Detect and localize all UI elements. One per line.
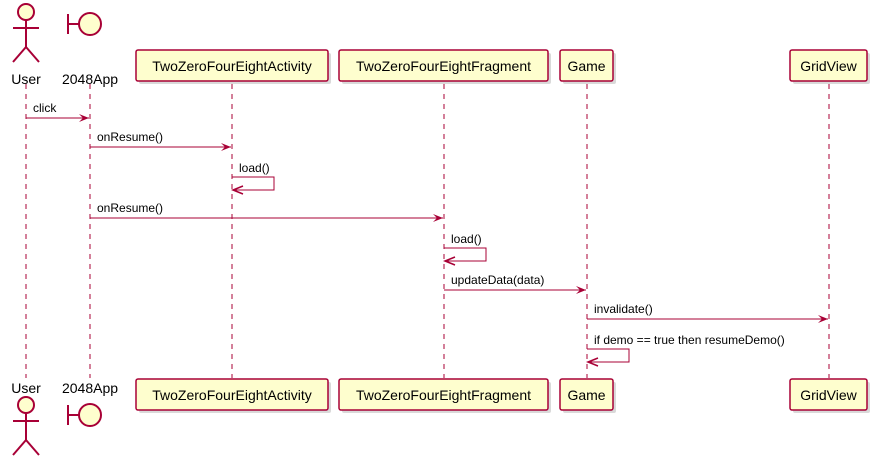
- message-label: onResume(): [97, 130, 163, 144]
- participant-box: [789, 378, 868, 411]
- arrow-head: [230, 185, 244, 195]
- actor-icon: [12, 3, 40, 63]
- participant-app-bottom: 2048App: [62, 380, 118, 427]
- participant-app-top: 2048App: [62, 12, 118, 87]
- participant-name: 2048App: [62, 380, 118, 396]
- message-label: if demo == true then resumeDemo(): [594, 333, 785, 347]
- participant-name: Game: [567, 58, 605, 74]
- participant-gridview-bottom: GridView: [789, 378, 870, 413]
- participant-box: [135, 49, 329, 82]
- participant-box: [338, 378, 549, 411]
- boundary-icon: [67, 403, 102, 427]
- participant-box: [559, 378, 614, 411]
- arrow-head: [576, 286, 586, 294]
- messages: click onResume() load() onResume() load() upd…: [26, 101, 828, 367]
- participant-name: GridView: [800, 58, 857, 74]
- message-6: updateData(data): [444, 273, 586, 294]
- participant-name: User: [11, 380, 41, 396]
- arrow-head: [818, 315, 828, 323]
- message-label: load(): [239, 161, 270, 175]
- arrow-head: [221, 143, 231, 151]
- participant-user-bottom: User: [11, 380, 41, 456]
- self-message-line: [587, 348, 630, 363]
- arrow-head: [442, 256, 456, 266]
- participant-box: [135, 378, 329, 411]
- participant-box: [338, 49, 549, 82]
- message-label: updateData(data): [451, 273, 544, 287]
- participants-bottom: User 2048App TwoZeroFourEightActivity TwoZe…: [11, 378, 870, 456]
- participant-gridview-top: GridView: [789, 49, 870, 84]
- participant-name: TwoZeroFourEightFragment: [356, 387, 531, 403]
- participant-name: Game: [567, 387, 605, 403]
- message-label: onResume(): [97, 201, 163, 215]
- message-5: load(): [442, 232, 487, 266]
- message-7: invalidate(): [587, 302, 828, 323]
- participants-top: User 2048App TwoZeroFourEightActivity TwoZe…: [11, 3, 870, 87]
- message-label: invalidate(): [594, 302, 653, 316]
- participant-activity-bottom: TwoZeroFourEightActivity: [135, 378, 331, 413]
- participant-name: User: [11, 71, 41, 87]
- arrow-head: [79, 114, 89, 122]
- message-4: onResume(): [90, 201, 443, 222]
- participant-name: TwoZeroFourEightActivity: [152, 387, 312, 403]
- message-label: load(): [451, 232, 482, 246]
- participant-name: GridView: [800, 387, 857, 403]
- message-2: onResume(): [90, 130, 231, 151]
- participant-box: [559, 49, 614, 82]
- lifelines: [25, 84, 830, 378]
- message-label: click: [33, 101, 57, 115]
- boundary-icon: [67, 12, 102, 36]
- participant-fragment-top: TwoZeroFourEightFragment: [338, 49, 551, 84]
- participant-name: TwoZeroFourEightActivity: [152, 58, 312, 74]
- actor-icon: [12, 396, 40, 456]
- participant-game-top: Game: [559, 49, 616, 84]
- message-1: click: [26, 101, 89, 122]
- arrow-head: [585, 357, 599, 367]
- participant-name: TwoZeroFourEightFragment: [356, 58, 531, 74]
- participant-activity-top: TwoZeroFourEightActivity: [135, 49, 331, 84]
- participant-user-top: User: [11, 3, 41, 87]
- self-message-line: [444, 247, 487, 262]
- participant-fragment-bottom: TwoZeroFourEightFragment: [338, 378, 551, 413]
- participant-game-bottom: Game: [559, 378, 616, 413]
- participant-name: 2048App: [62, 71, 118, 87]
- self-message-line: [232, 176, 275, 191]
- message-8: if demo == true then resumeDemo(): [585, 333, 785, 367]
- arrow-head: [433, 214, 443, 222]
- participant-box: [789, 49, 868, 82]
- message-3: load(): [230, 161, 275, 195]
